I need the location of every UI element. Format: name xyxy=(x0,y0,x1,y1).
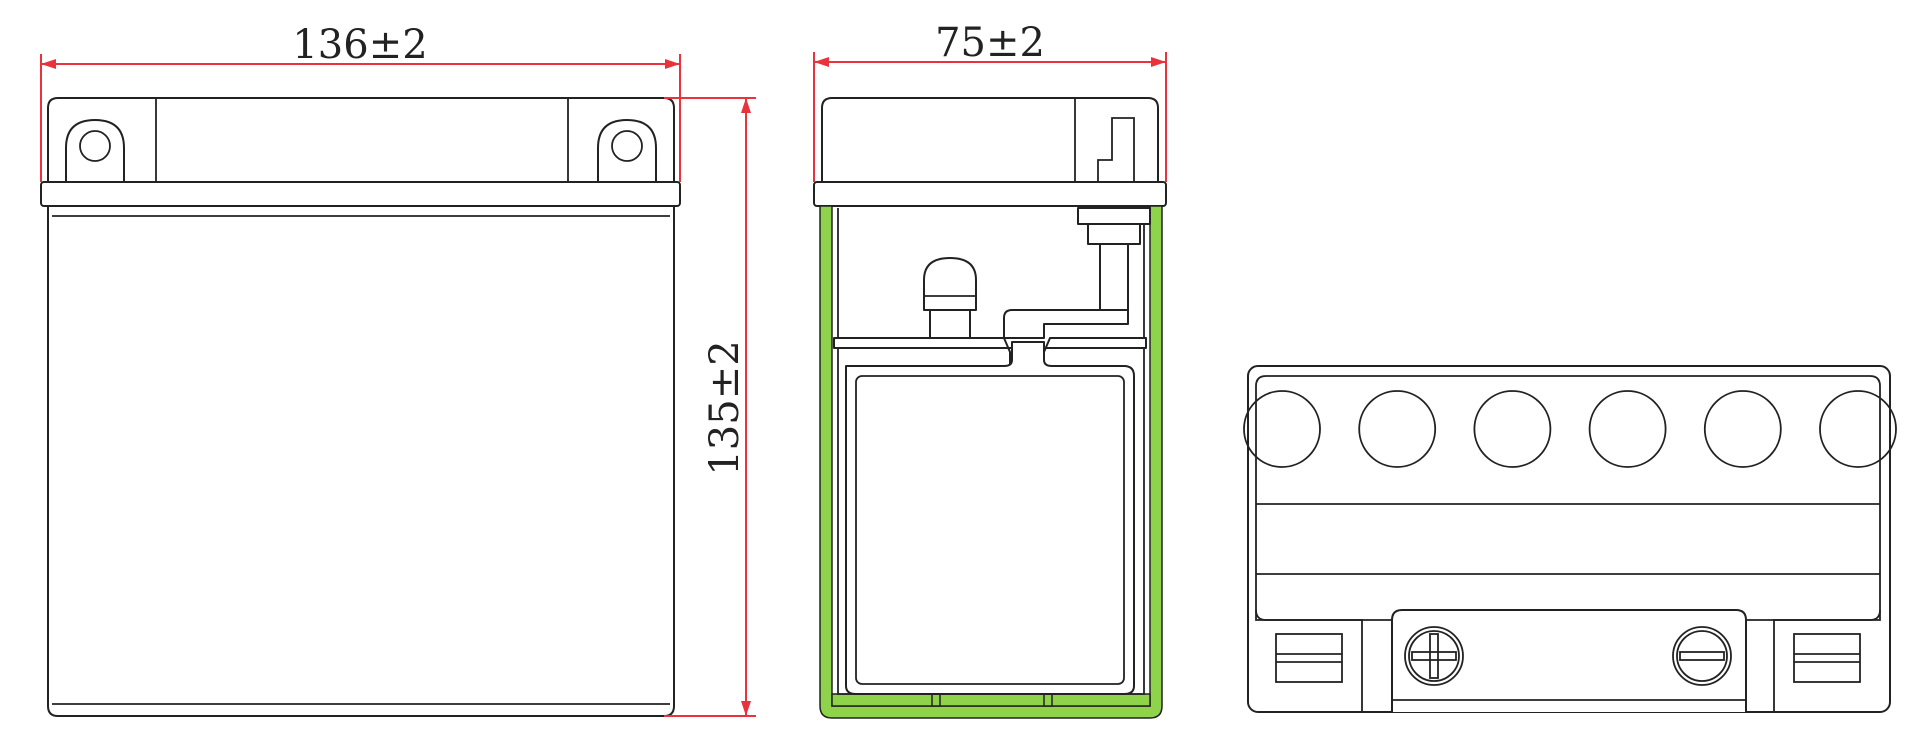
side-case-wall xyxy=(819,205,1163,719)
vent-cap-1 xyxy=(1243,390,1321,468)
side-strap xyxy=(1003,309,1129,339)
vent-cap-2 xyxy=(1358,390,1437,468)
front-left-ear-hole xyxy=(79,130,111,162)
top-inner xyxy=(1255,375,1881,621)
front-view xyxy=(40,97,681,717)
side-terminal-post xyxy=(1099,243,1129,311)
side-lid-rim xyxy=(813,181,1167,207)
length-arrow-left xyxy=(41,59,56,69)
length-arrow-right xyxy=(665,59,680,69)
side-plate-group xyxy=(845,341,1135,695)
side-vent-base xyxy=(929,309,971,339)
vent-cap-6 xyxy=(1819,390,1897,468)
side-terminal-post-head xyxy=(1077,207,1151,225)
vent-cap-5 xyxy=(1703,390,1782,468)
width-dimension: 75±2 xyxy=(813,20,1167,182)
length-label: 136±2 xyxy=(292,22,427,68)
top-view xyxy=(1243,365,1897,713)
side-element-cover xyxy=(833,337,1147,367)
side-view xyxy=(813,97,1167,719)
width-arrow-left xyxy=(814,57,829,67)
height-label: 135±2 xyxy=(702,340,748,475)
front-lid xyxy=(47,97,675,183)
side-lid xyxy=(821,97,1159,183)
front-left-ear xyxy=(65,119,125,183)
height-dimension: 135±2 xyxy=(664,97,756,717)
front-lid-rim xyxy=(40,181,681,207)
side-vent-plug xyxy=(923,257,977,311)
width-arrow-right xyxy=(1151,57,1166,67)
length-dimension: 136±2 xyxy=(40,22,681,182)
side-terminal-tab xyxy=(1097,117,1135,182)
minus-terminal-icon xyxy=(1672,626,1732,686)
front-right-ear-hole xyxy=(611,130,643,162)
vent-cap-4 xyxy=(1588,390,1667,468)
top-left-handle xyxy=(1275,633,1343,683)
top-lower-left-step xyxy=(1255,609,1363,712)
side-terminal-post-neck xyxy=(1087,223,1141,245)
front-right-ear xyxy=(597,119,657,183)
top-terminal-recess xyxy=(1391,609,1747,712)
height-arrow-bottom xyxy=(741,701,751,716)
vent-cap-3 xyxy=(1473,390,1552,468)
vent-cap-row xyxy=(1243,390,1897,468)
plus-terminal-icon xyxy=(1404,626,1464,686)
height-arrow-top xyxy=(741,98,751,113)
top-right-handle xyxy=(1793,633,1861,683)
top-lower-right-step xyxy=(1773,609,1881,712)
side-case-bottom xyxy=(831,693,1151,707)
width-label: 75±2 xyxy=(935,20,1045,66)
side-plate-inner xyxy=(855,375,1125,685)
front-case xyxy=(47,205,675,717)
